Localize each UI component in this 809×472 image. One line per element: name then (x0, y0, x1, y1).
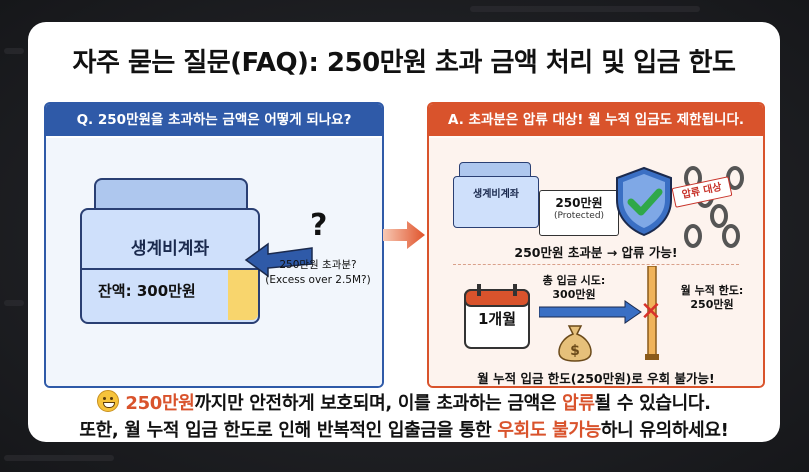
background-blurred-text (4, 48, 24, 54)
protected-amount: 250만원 (555, 196, 603, 210)
calendar-icon (464, 284, 530, 349)
background-blurred-text (470, 6, 700, 12)
monthly-limit-amount: 250만원 (690, 298, 734, 311)
blocked-x-icon: ✕ (640, 297, 662, 327)
limit-barrier-icon (645, 266, 659, 360)
summary-text: 250만원까지만 안전하게 보호되며, 이를 초과하는 금액은 압류될 수 있습… (28, 390, 780, 444)
monthly-limit-label: 월 누적 한도: 250만원 (669, 284, 755, 312)
highlight-protected: 250만원 (125, 393, 195, 414)
summary-text-part: 하니 유의하세요! (600, 420, 729, 441)
arrow-right-icon (383, 221, 425, 249)
deposit-attempt-amount: 300만원 (552, 288, 596, 301)
account-balance: 잔액: 300만원 (98, 282, 196, 300)
question-header: Q. 250만원을 초과하는 금액은 어떻게 되나요? (46, 104, 382, 136)
summary-text-part: 될 수 있습니다. (594, 393, 711, 414)
smile-emoji-icon (97, 390, 120, 412)
account-box: 생계비계좌 잔액: 300만원 (80, 208, 260, 324)
faq-card: 자주 묻는 질문(FAQ): 250만원 초과 금액 처리 및 입금 한도 Q.… (28, 22, 780, 442)
excess-question-note: 250만원 초과분? (Excess over 2.5M?) (256, 258, 380, 288)
faq-title: 자주 묻는 질문(FAQ): 250만원 초과 금액 처리 및 입금 한도 (72, 48, 736, 78)
shield-check-icon (616, 166, 672, 237)
excess-highlight (228, 270, 258, 320)
mini-account-name: 생계비계좌 (473, 189, 519, 200)
deposit-arrow-icon (539, 300, 642, 324)
summary-line-2: 또한, 월 누적 입금 한도로 인해 반복적인 입출금을 통한 우회도 불가능하… (28, 417, 780, 444)
svg-text:$: $ (570, 343, 580, 359)
monthly-limit-title: 월 누적 한도: (680, 284, 744, 297)
summary-text-part: 또한, 월 누적 입금 한도로 인해 반복적인 입출금을 통한 (79, 420, 498, 441)
account-name: 생계비계좌 (130, 239, 210, 259)
seizure-caption: 250만원 초과분 → 압류 가능! (514, 245, 678, 260)
protected-amount-box: 250만원 (Protected) (539, 190, 619, 236)
limit-caption: 월 누적 입금 한도(250만원)로 우회 불가능! (477, 371, 715, 386)
money-bag-icon: $ (558, 325, 592, 362)
mini-account-box: 생계비계좌 (453, 176, 539, 228)
section-divider (453, 264, 739, 265)
background-blurred-text (4, 300, 24, 306)
note-korean: 250만원 초과분? (279, 259, 357, 271)
highlight-bypass: 우회도 불가능 (497, 420, 601, 441)
deposit-attempt-label: 총 입금 시도: 300만원 (533, 274, 615, 302)
summary-text-part: 까지만 안전하게 보호되며, 이를 초과하는 금액은 (194, 393, 563, 414)
answer-header: A. 초과분은 압류 대상! 월 누적 입금도 제한됩니다. (429, 104, 763, 136)
summary-line-1: 250만원까지만 안전하게 보호되며, 이를 초과하는 금액은 압류될 수 있습… (28, 390, 780, 417)
question-body: 생계비계좌 잔액: 300만원 ? 250만원 초과분? (Excess ove… (46, 138, 382, 386)
note-english: (Excess over 2.5M?) (265, 274, 371, 286)
arrow-left-icon (244, 242, 313, 278)
protected-label: (Protected) (553, 211, 605, 221)
question-panel: Q. 250만원을 초과하는 금액은 어떻게 되나요? 생계비계좌 잔액: 30… (44, 102, 384, 388)
answer-panel: A. 초과분은 압류 대상! 월 누적 입금도 제한됩니다. 생계비계좌 250… (427, 102, 765, 388)
deposit-attempt-title: 총 입금 시도: (542, 274, 606, 287)
account-divider (82, 268, 258, 270)
background-blurred-text (4, 455, 114, 461)
highlight-seizure: 압류 (562, 393, 595, 414)
question-mark-icon: ? (310, 208, 328, 243)
calendar-month-label: 1개월 (477, 310, 517, 328)
answer-body: 생계비계좌 250만원 (Protected) (429, 138, 763, 386)
